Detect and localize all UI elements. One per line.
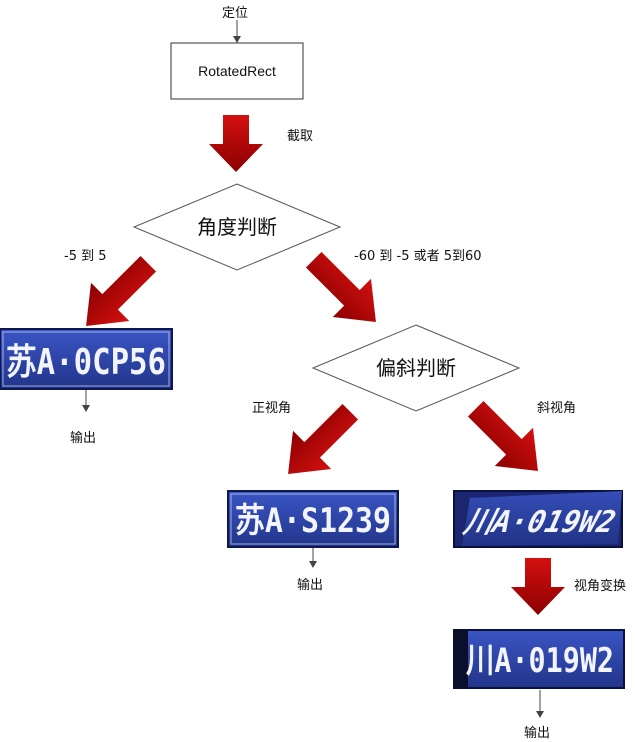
arrow-to-front-plate: [288, 403, 359, 474]
arrow-to-left-plate: [86, 255, 157, 326]
plate-1-text: 苏A·0CP56: [6, 342, 166, 383]
skew-check-diamond: [311, 324, 521, 412]
connector-output-1-arrowhead: [82, 405, 90, 412]
view-transform-label: 视角变换: [574, 578, 626, 594]
connector-output-2-arrowhead: [309, 561, 317, 568]
right-range-label: -60 到 -5 或者 5到60: [354, 249, 482, 264]
output-3-label: 输出: [524, 725, 550, 741]
plate-2-text: 苏A·S1239: [235, 501, 391, 541]
rotated-rect-label: RotatedRect: [198, 63, 276, 79]
plate-3-text: 川A·019W2: [459, 505, 619, 539]
oblique-view-label: 斜视角: [537, 401, 576, 416]
rotated-rect-box: [170, 42, 304, 100]
front-view-label: 正视角: [252, 401, 291, 416]
angle-check-label: 角度判断: [197, 215, 277, 239]
connector-output-3-arrowhead: [536, 711, 544, 718]
arrow-to-oblique-plate: [467, 400, 538, 471]
plate-4-text: 川A·019W2: [466, 641, 614, 681]
crop-arrow: [209, 115, 263, 172]
left-range-label: -5 到 5: [64, 249, 107, 264]
plate-image-2: 苏A·S1239: [227, 490, 399, 548]
output-1-label: 输出: [70, 430, 96, 446]
angle-check-diamond: [132, 183, 342, 271]
crop-label: 截取: [287, 129, 313, 144]
top-label: 定位: [222, 6, 248, 21]
plate-image-3: 川A·019W2: [453, 490, 623, 548]
arrow-to-skew-check: [305, 251, 376, 322]
plate-image-4: 川A·019W2: [453, 629, 625, 689]
output-2-label: 输出: [297, 577, 323, 593]
connector-top-arrowhead: [233, 36, 241, 43]
plate-image-1: 苏A·0CP56: [0, 328, 173, 390]
skew-check-label: 偏斜判断: [376, 356, 456, 380]
view-transform-arrow: [511, 558, 565, 615]
